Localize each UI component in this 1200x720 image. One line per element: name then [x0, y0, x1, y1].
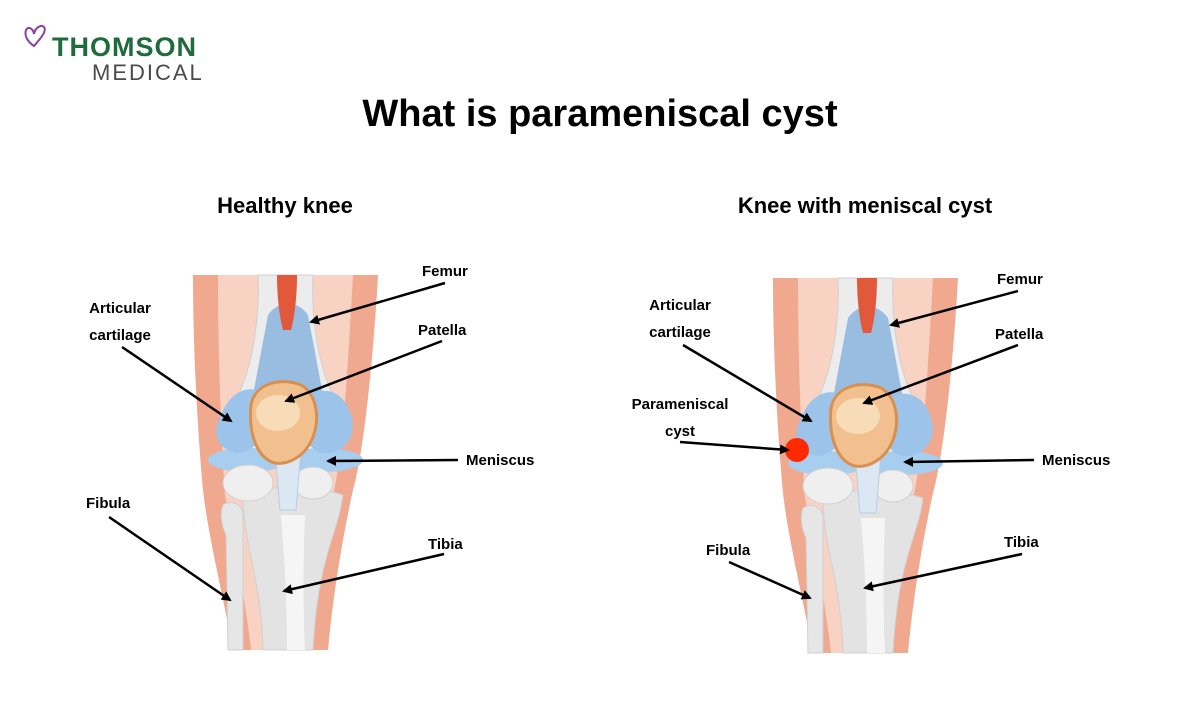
arrow-patella-left [284, 339, 443, 403]
label-cyst-right-1: Parameniscal [631, 396, 729, 413]
brand-logo: THOMSON MEDICAL [22, 22, 222, 84]
brand-name-line2: MEDICAL [92, 60, 204, 85]
label-tibia-right: Tibia [1004, 534, 1039, 551]
panel-title-healthy: Healthy knee [217, 193, 353, 218]
label-fibula-right: Fibula [706, 542, 751, 559]
panel-title-cyst: Knee with meniscal cyst [737, 193, 993, 218]
label-articular-left-1: Articular [89, 300, 151, 317]
arrow-tibia-left [282, 552, 445, 595]
butterfly-icon [24, 24, 46, 48]
label-meniscus-right: Meniscus [1042, 452, 1111, 469]
cyst-knee-illustration [771, 276, 960, 655]
arrow-tibia-right [863, 552, 1023, 592]
arrow-cyst-right [679, 440, 790, 455]
label-fibula-left: Fibula [86, 495, 131, 512]
parameniscal-cyst-marker [785, 438, 809, 462]
brand-name-line1: THOMSON [52, 32, 197, 62]
label-articular-left-2: cartilage [89, 327, 151, 344]
arrow-fibula-left [108, 515, 232, 602]
label-articular-right-1: Articular [649, 297, 711, 314]
arrow-cartilage-right [682, 343, 813, 423]
label-femur-right: Femur [997, 271, 1043, 288]
page-title: What is parameniscal cyst [362, 93, 838, 135]
arrow-meniscus-right [903, 456, 1035, 467]
label-patella-left: Patella [418, 322, 467, 339]
arrow-meniscus-left [326, 455, 459, 466]
arrow-patella-right [862, 343, 1019, 405]
label-patella-right: Patella [995, 326, 1044, 343]
arrow-femur-left [309, 281, 446, 325]
label-femur-left: Femur [422, 263, 468, 280]
arrow-femur-right [889, 289, 1019, 328]
label-tibia-left: Tibia [428, 536, 463, 553]
arrow-fibula-right [728, 560, 812, 600]
label-articular-right-2: cartilage [649, 324, 711, 341]
arrow-cartilage-left [121, 345, 233, 423]
label-cyst-right-2: cyst [664, 423, 696, 440]
label-meniscus-left: Meniscus [466, 452, 535, 469]
